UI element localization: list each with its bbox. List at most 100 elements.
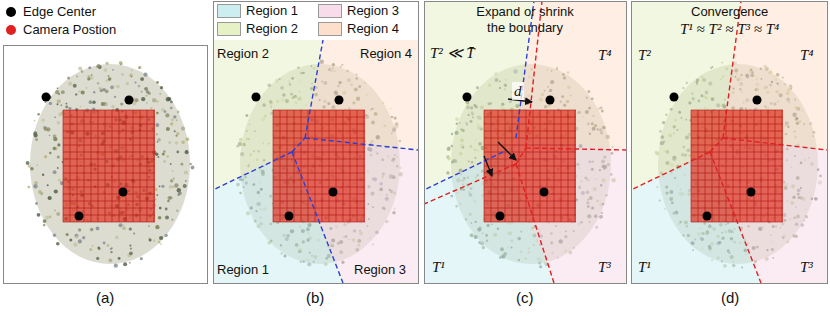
legend-text: Region 3 [347, 3, 399, 18]
grid-line [484, 201, 576, 202]
cloud-point [157, 138, 161, 142]
cloud-point [152, 98, 156, 102]
cloud-point [150, 107, 152, 109]
grid-line [273, 152, 365, 153]
cloud-point [119, 61, 123, 65]
boundary-line [424, 164, 516, 204]
cloud-point [48, 196, 52, 200]
grid-line [63, 222, 155, 223]
legend-dot [4, 5, 18, 19]
cloud-point [129, 245, 131, 247]
cloud-point [123, 262, 127, 266]
cloud-point [165, 215, 169, 219]
cloud-point [49, 216, 52, 219]
grid-line [273, 194, 365, 195]
cloud-point [28, 165, 31, 168]
edge-center-dot [540, 188, 549, 197]
cloud-point [80, 106, 82, 108]
cloud-point [103, 242, 106, 245]
cloud-point [61, 90, 65, 94]
camera-grid [484, 110, 576, 222]
cloud-point [140, 77, 144, 81]
boundary-line [631, 152, 710, 190]
grid-line [273, 180, 365, 181]
camera-grid [273, 110, 365, 222]
grid-line [484, 152, 576, 153]
cloud-point [145, 95, 147, 97]
cloud-point [55, 90, 59, 94]
cloud-point [115, 236, 119, 240]
cloud-point [191, 166, 195, 170]
cloud-point [160, 86, 163, 89]
cloud-point [174, 183, 178, 187]
region-label: T³ [800, 258, 813, 276]
grid-line [484, 124, 576, 125]
cloud-point [159, 207, 162, 210]
cloud-point [75, 235, 78, 238]
cloud-point [58, 93, 60, 95]
cloud-point [57, 155, 60, 158]
cloud-point [98, 247, 101, 250]
cloud-point [167, 200, 169, 202]
edge-center-dot [119, 188, 128, 197]
panel-d [631, 1, 828, 284]
panel-frame [632, 2, 828, 284]
cloud-point [170, 101, 173, 104]
cloud-point [108, 75, 110, 77]
cloud-point [168, 196, 172, 200]
cloud-point [53, 137, 57, 141]
cloud-point [78, 90, 81, 93]
grid-line [63, 152, 155, 153]
cloud-point [105, 103, 109, 107]
cloud-point [149, 239, 152, 242]
cloud-point [161, 185, 164, 188]
cloud-point [134, 81, 136, 83]
cloud-point [88, 66, 91, 69]
edge-center-dot [670, 93, 679, 102]
cloud-point [166, 127, 170, 131]
cloud-point [58, 179, 61, 182]
region-label: Region 1 [217, 262, 269, 278]
cloud-point [75, 234, 79, 238]
legend-swatch [318, 22, 342, 36]
region-label: T² [638, 46, 651, 64]
edge-center-dot [335, 96, 344, 105]
cloud-point [97, 82, 99, 84]
grid-line [63, 180, 155, 181]
cloud-point [57, 121, 61, 125]
cloud-point [156, 112, 159, 115]
cloud-point [37, 213, 41, 217]
region-label: T³ [598, 258, 611, 276]
cloud-point [148, 225, 150, 227]
boundary-line [424, 152, 503, 190]
region-label: T¹ [432, 258, 445, 276]
grid-line [484, 187, 576, 188]
cloud-point [175, 141, 179, 145]
cloud-point [180, 192, 182, 194]
shift-arrow [498, 142, 516, 160]
cloud-point [176, 119, 178, 121]
cloud-point [129, 251, 133, 255]
cloud-point [99, 87, 101, 89]
cloud-point [185, 150, 189, 154]
boundary-line [526, 148, 626, 150]
legend-dot-shape [6, 25, 16, 35]
cloud-point [57, 88, 59, 90]
cloud-point [92, 101, 95, 104]
legend-item: Region 2 [217, 21, 298, 36]
grid-line [273, 166, 365, 167]
grid-line [63, 201, 155, 202]
cloud-point [167, 155, 169, 157]
cloud-point [146, 102, 148, 104]
cloud-point [170, 107, 173, 110]
grid-line [691, 173, 783, 174]
cloud-point [101, 102, 105, 106]
cloud-point [168, 141, 171, 144]
boundary-line [710, 138, 723, 152]
cloud-point [183, 184, 187, 188]
grid-line [691, 138, 783, 139]
cloud-point [163, 150, 166, 153]
grid-line [484, 180, 576, 181]
cloud-point [75, 93, 77, 95]
legend-dot-shape [6, 7, 16, 17]
